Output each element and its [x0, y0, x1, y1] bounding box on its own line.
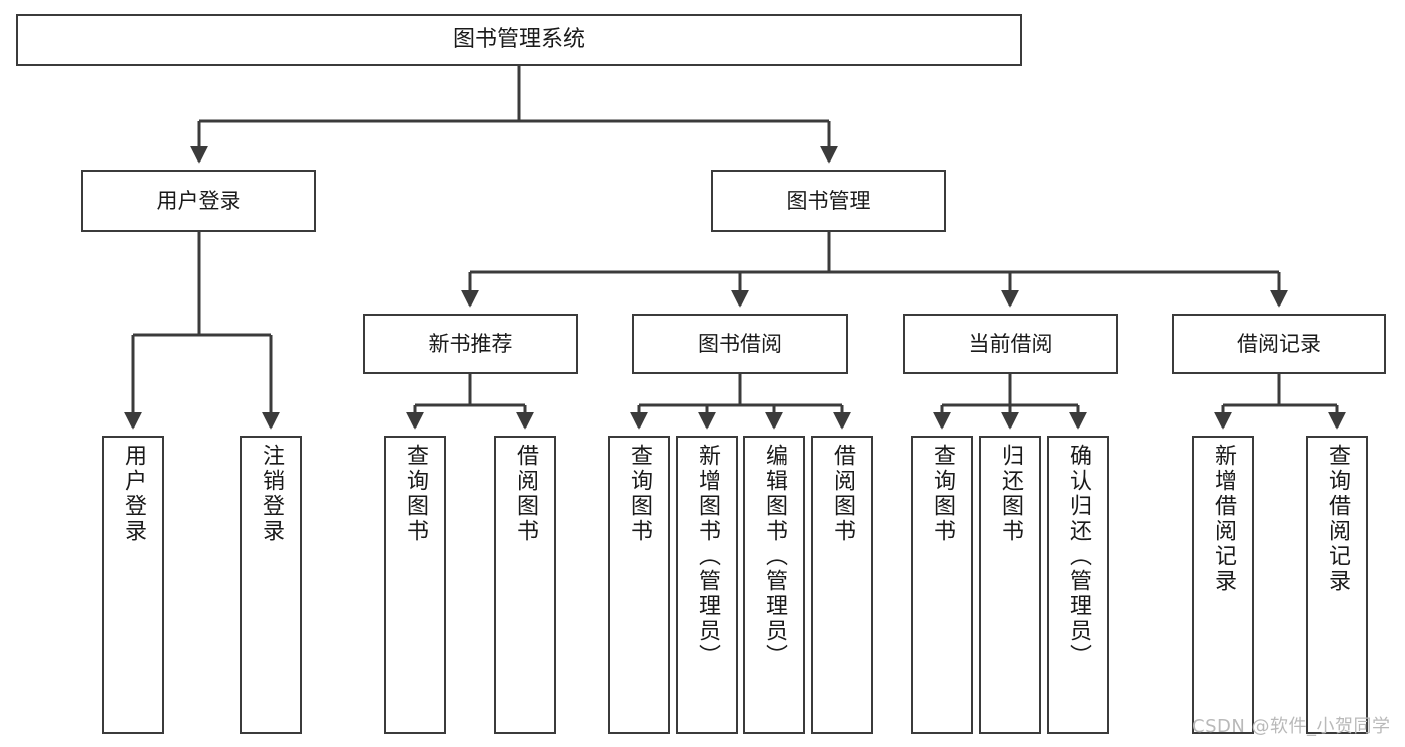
- leaf-borrow-book[interactable]: 借阅图书: [811, 436, 873, 734]
- leaf-query-borrow-record[interactable]: 查询借阅记录: [1306, 436, 1368, 734]
- node-label: 借阅图书: [830, 444, 855, 544]
- node-label: 借阅图书: [513, 444, 538, 544]
- leaf-borrow-books-recommend[interactable]: 借阅图书: [494, 436, 556, 734]
- node-label: 借阅记录: [1237, 331, 1321, 356]
- node-label: 当前借阅: [968, 331, 1053, 356]
- node-label: 查询图书: [627, 444, 652, 544]
- node-label: 查询图书: [403, 444, 428, 544]
- node-label: 图书借阅: [698, 331, 782, 356]
- node-book-borrow[interactable]: 图书借阅: [632, 314, 848, 374]
- node-label: 确认归还（管理员）: [1066, 444, 1091, 669]
- node-root-book-management-system[interactable]: 图书管理系统: [16, 14, 1022, 66]
- leaf-return-book[interactable]: 归还图书: [979, 436, 1041, 734]
- node-new-book-recommendation[interactable]: 新书推荐: [363, 314, 578, 374]
- node-label: 新书推荐: [428, 331, 513, 356]
- node-label: 图书管理: [786, 188, 871, 213]
- node-current-borrow[interactable]: 当前借阅: [903, 314, 1118, 374]
- node-borrow-records[interactable]: 借阅记录: [1172, 314, 1386, 374]
- leaf-query-books-borrow[interactable]: 查询图书: [608, 436, 670, 734]
- node-label: 注销登录: [259, 444, 284, 544]
- leaf-edit-book-admin[interactable]: 编辑图书（管理员）: [743, 436, 805, 734]
- leaf-confirm-return-admin[interactable]: 确认归还（管理员）: [1047, 436, 1109, 734]
- node-label: 图书管理系统: [452, 27, 585, 53]
- node-user-login[interactable]: 用户登录: [81, 170, 316, 232]
- node-label: 新增图书（管理员）: [695, 444, 720, 669]
- node-label: 新增借阅记录: [1211, 444, 1236, 594]
- leaf-add-borrow-record[interactable]: 新增借阅记录: [1192, 436, 1254, 734]
- node-book-management[interactable]: 图书管理: [711, 170, 946, 232]
- node-label: 用户登录: [121, 444, 146, 544]
- node-label: 归还图书: [998, 444, 1023, 544]
- node-label: 查询借阅记录: [1325, 444, 1350, 594]
- leaf-query-books-recommend[interactable]: 查询图书: [384, 436, 446, 734]
- leaf-add-book-admin[interactable]: 新增图书（管理员）: [676, 436, 738, 734]
- node-label: 编辑图书（管理员）: [762, 444, 787, 669]
- node-label: 查询图书: [930, 444, 955, 544]
- leaf-user-login[interactable]: 用户登录: [102, 436, 164, 734]
- leaf-query-books-current[interactable]: 查询图书: [911, 436, 973, 734]
- node-label: 用户登录: [156, 188, 241, 213]
- leaf-logout[interactable]: 注销登录: [240, 436, 302, 734]
